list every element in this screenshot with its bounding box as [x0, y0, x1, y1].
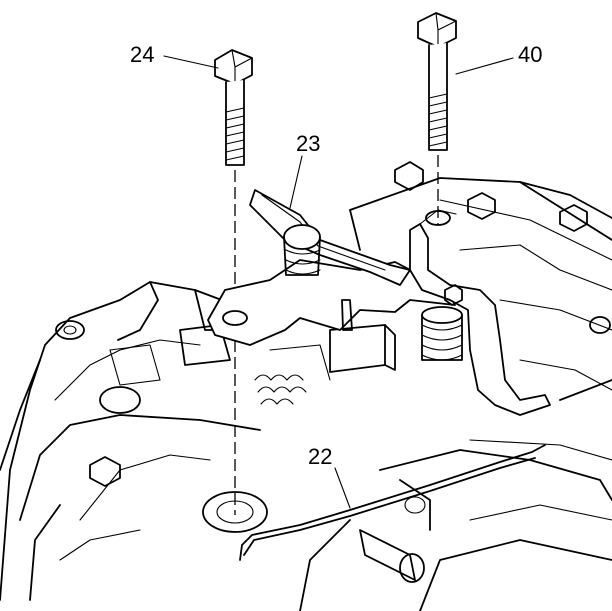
bolt-40 — [417, 12, 457, 151]
callout-40: 40 — [518, 42, 543, 67]
manual-detent-spring-22 — [239, 444, 546, 561]
callout-24: 24 — [130, 42, 155, 67]
leader-lines — [163, 55, 514, 509]
valve-body-housing — [0, 161, 612, 611]
bolt-24 — [214, 49, 253, 166]
callout-23: 23 — [296, 131, 321, 156]
detent-bracket-23 — [207, 189, 551, 416]
callout-22: 22 — [308, 444, 333, 469]
